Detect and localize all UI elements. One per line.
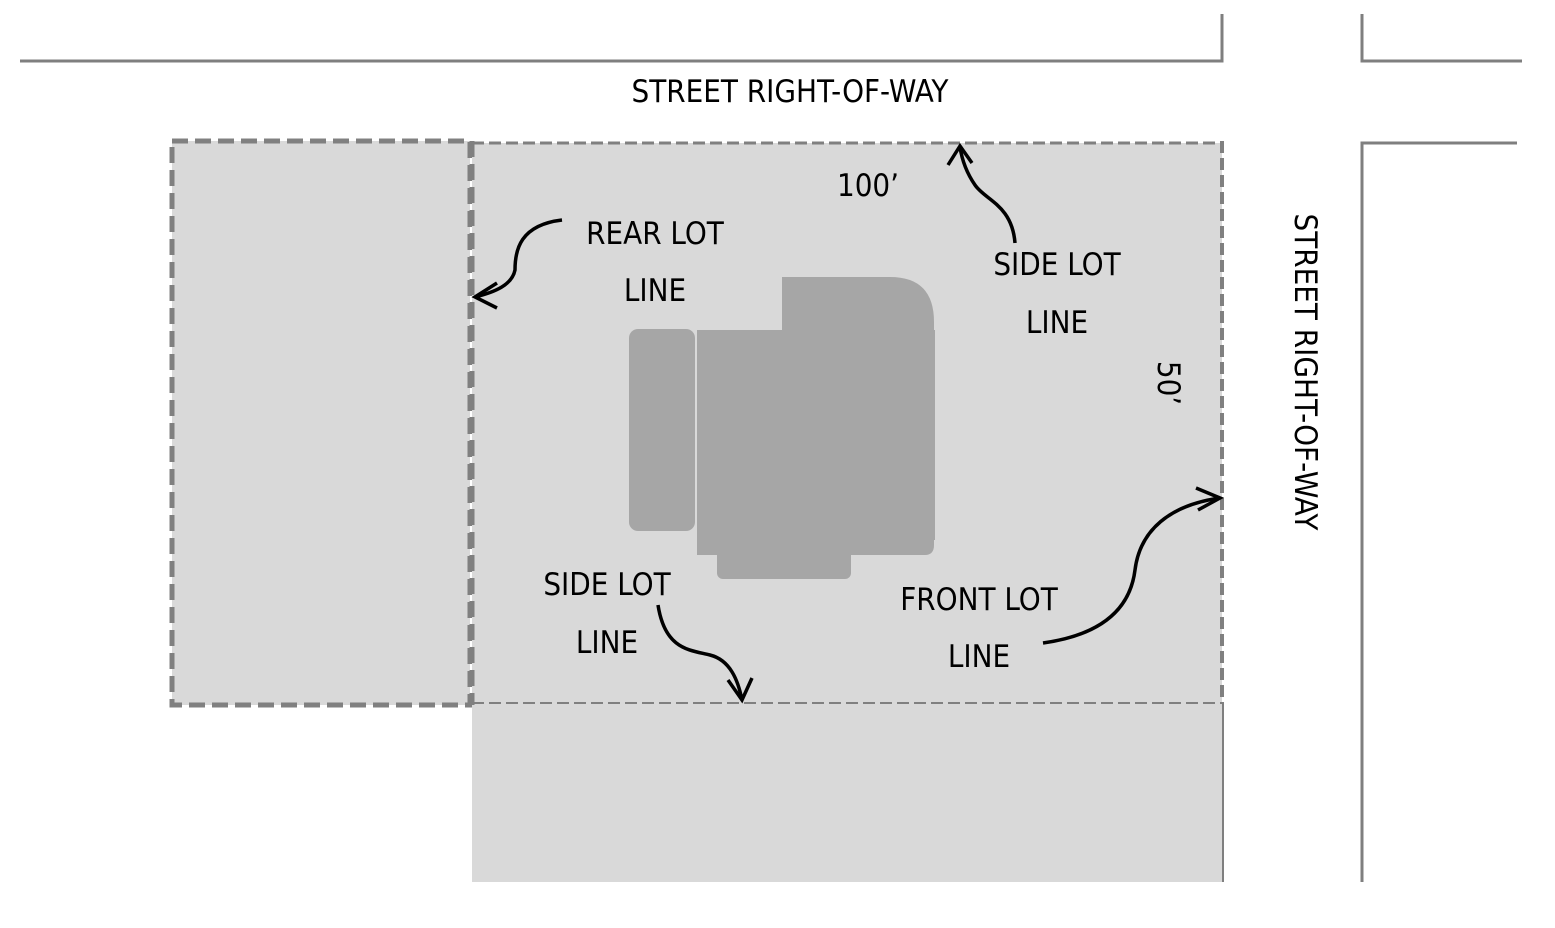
arrow-front-lot-line [1042,496,1221,645]
adjacent-lot-side [472,703,1224,882]
arrowhead-side-bottom [726,677,754,704]
side-lot-line-top-label-2: LINE [1026,305,1088,341]
arrowhead-side-top [946,142,974,166]
side-lot-line-top-label-1: SIDE LOT [993,247,1121,283]
arrowhead-front [1195,486,1225,512]
street-label-right: STREET RIGHT-OF-WAY [1287,214,1323,532]
street-edge-top [20,14,1224,63]
dimension-width: 100’ [837,168,899,204]
dimension-depth: 50’ [1150,361,1186,405]
front-lot-line-label-1: FRONT LOT [900,582,1058,618]
street-edge-right [1360,141,1517,882]
side-lot-line-bottom-label-2: LINE [576,625,638,661]
arrow-side-lot-line-bottom [656,604,744,701]
arrowhead-rear [471,281,498,310]
arrow-side-lot-line-top [958,146,1017,244]
front-lot-line-label-2: LINE [948,639,1010,675]
side-lot-line-bottom-label-1: SIDE LOT [543,567,671,603]
street-edge-top-right [1360,14,1522,63]
street-label-top: STREET RIGHT-OF-WAY [632,74,950,110]
rear-lot-line-label-1: REAR LOT [586,216,725,252]
building-footprint [629,277,935,579]
arrow-rear-lot-line [474,218,563,299]
adjacent-lot-rear [169,138,473,708]
rear-lot-line-label-2: LINE [624,273,686,309]
